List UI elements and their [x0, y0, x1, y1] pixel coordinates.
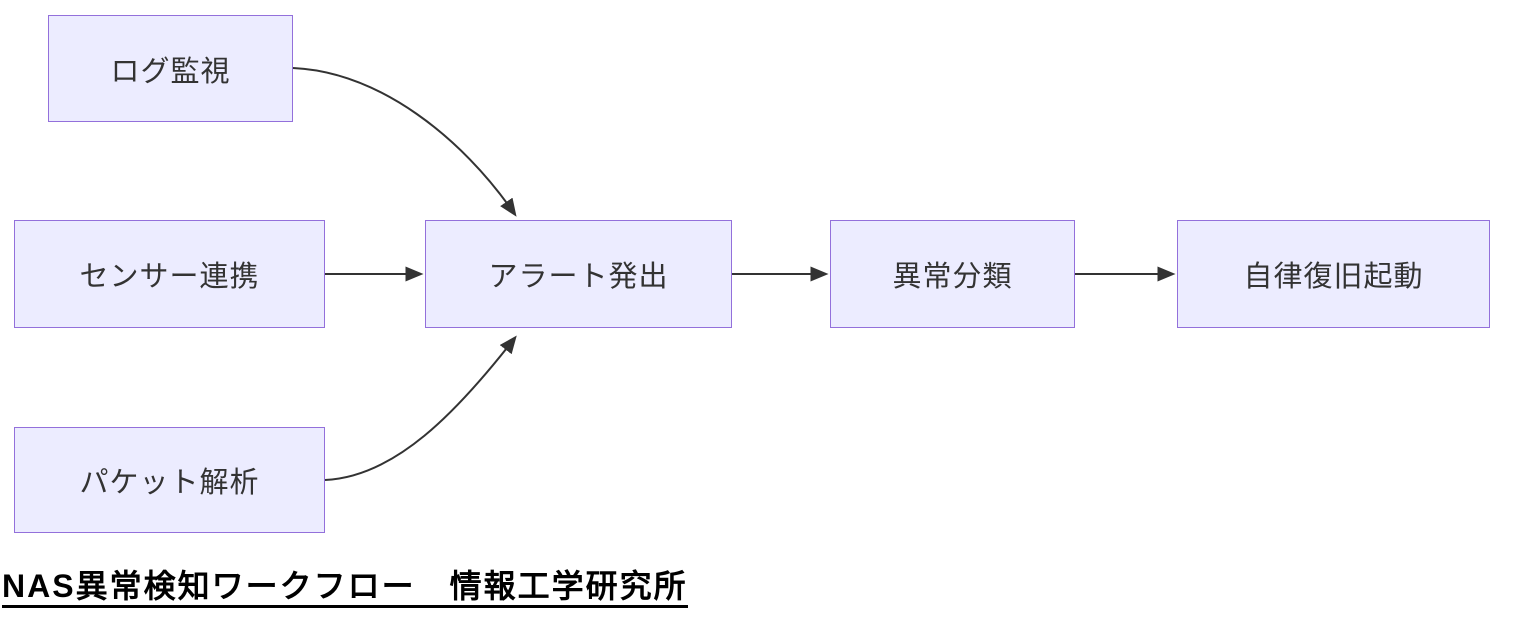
edge-packet-to-alert: [324, 335, 517, 481]
diagram-caption: NAS異常検知ワークフロー 情報工学研究所: [2, 568, 688, 608]
node-sensor-linkage: センサー連携: [14, 220, 325, 328]
node-autonomous-recovery-start-label: 自律復旧起動: [1243, 261, 1424, 293]
node-alert-issuance-label: アラート発出: [488, 261, 669, 293]
node-anomaly-classification: 異常分類: [830, 220, 1075, 328]
node-anomaly-classification-label: 異常分類: [892, 261, 1013, 293]
node-packet-analysis: パケット解析: [14, 427, 325, 533]
edge-log-to-alert: [292, 67, 517, 217]
node-autonomous-recovery-start: 自律復旧起動: [1177, 220, 1490, 328]
node-log-monitoring: ログ監視: [48, 15, 293, 122]
node-sensor-linkage-label: センサー連携: [79, 261, 260, 293]
node-log-monitoring-label: ログ監視: [110, 55, 231, 88]
node-packet-analysis-label: パケット解析: [79, 467, 260, 499]
node-alert-issuance: アラート発出: [425, 220, 732, 328]
